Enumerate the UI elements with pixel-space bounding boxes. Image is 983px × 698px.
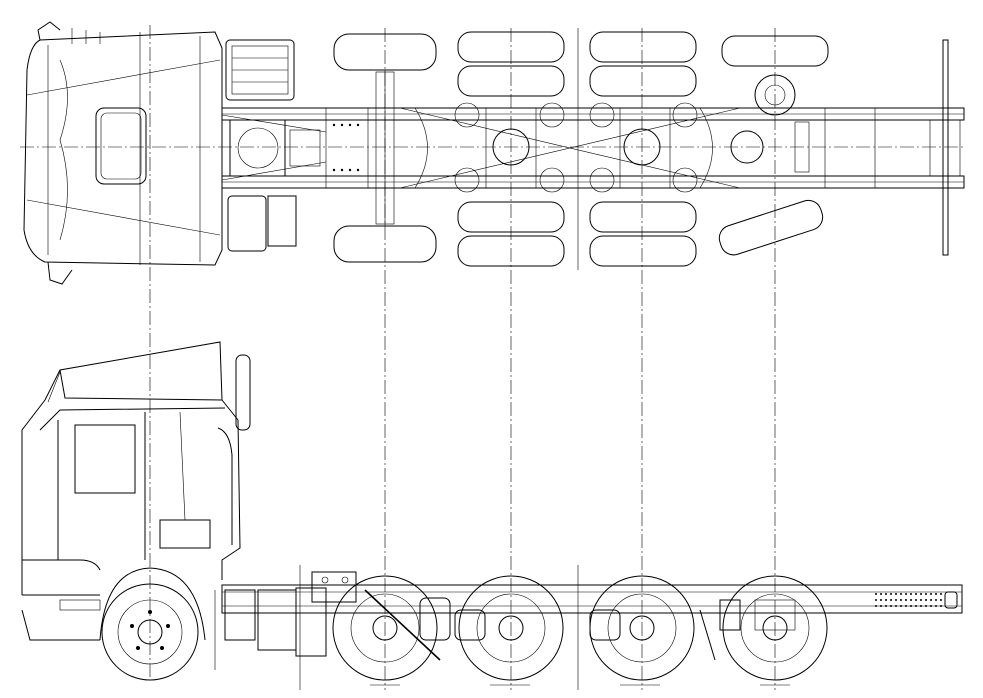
side-front-wheel [99, 567, 206, 681]
plan-wheel-set-4 [718, 35, 829, 256]
rivet-dot [920, 593, 922, 595]
rivet-dot [915, 599, 917, 601]
rivet-dot [875, 605, 877, 607]
plan-frame [221, 39, 965, 256]
rivet-dot [920, 599, 922, 601]
rivet-dot [885, 593, 887, 595]
rivet-dot [925, 599, 927, 601]
rivet-dot [890, 599, 892, 601]
plan-view [23, 21, 965, 285]
side-wheel-4 [589, 575, 695, 681]
rivet-dot [935, 605, 937, 607]
rivet-dot [910, 599, 912, 601]
rivet-dot [895, 599, 897, 601]
rivet-dot [905, 605, 907, 607]
rivet-dot [900, 593, 902, 595]
rivet-dot [905, 593, 907, 595]
plan-rivets [332, 123, 360, 172]
rivet-dot [880, 599, 882, 601]
rivet-dot [915, 605, 917, 607]
rivet-dot [925, 605, 927, 607]
side-rivet-grid [875, 593, 942, 607]
rivet-dot [900, 605, 902, 607]
plan-engine-components [225, 39, 321, 252]
rivet-dot [880, 605, 882, 607]
rivet-dot [890, 605, 892, 607]
rivet-dot [935, 599, 937, 601]
rivet-dot [915, 593, 917, 595]
rivet-dot [880, 593, 882, 595]
side-view [21, 341, 963, 686]
rivet-dot [930, 599, 932, 601]
plan-wheel-set-2 [454, 31, 565, 267]
side-wheel-2 [332, 575, 438, 681]
plan-wheel-set-1 [333, 33, 437, 263]
rivet-dot [885, 599, 887, 601]
side-wheel-3 [458, 575, 564, 681]
rivet-dot [900, 599, 902, 601]
plan-wheel-set-3 [589, 31, 698, 267]
side-components [224, 571, 741, 661]
centerlines [20, 25, 965, 690]
rivet-dot [930, 593, 932, 595]
rivet-dot [910, 605, 912, 607]
rivet-dot [910, 593, 912, 595]
rivet-dot [930, 605, 932, 607]
plan-cab [23, 21, 223, 285]
rivet-dot [940, 605, 942, 607]
rivet-dot [875, 599, 877, 601]
rivet-dot [935, 593, 937, 595]
rivet-dot [895, 605, 897, 607]
rivet-dot [905, 599, 907, 601]
rivet-dot [895, 593, 897, 595]
rivet-dot [940, 593, 942, 595]
rivet-dot [875, 593, 877, 595]
side-cab [21, 341, 251, 641]
rivet-dot [890, 593, 892, 595]
rivet-dot [940, 599, 942, 601]
side-frame [221, 584, 963, 614]
rivet-dot [925, 593, 927, 595]
plan-bracing [221, 107, 741, 189]
rivet-dot [885, 605, 887, 607]
side-wheel-5 [722, 575, 828, 681]
rivet-dot [920, 605, 922, 607]
